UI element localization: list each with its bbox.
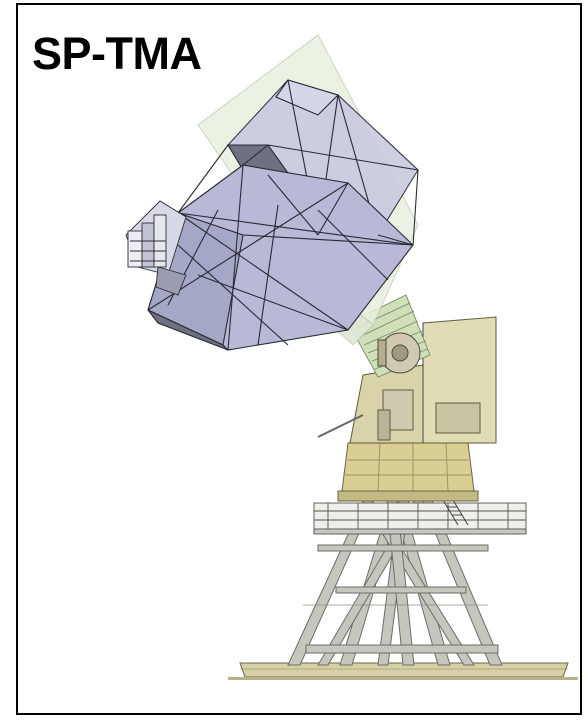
elevation-bearing xyxy=(377,332,421,374)
figure-title: SP-TMA xyxy=(32,28,202,79)
fork-mount xyxy=(317,316,497,444)
support-tower xyxy=(287,490,503,666)
instrument-package xyxy=(125,200,187,296)
figure-frame: SP-TMA xyxy=(16,3,582,715)
ground-plate xyxy=(228,662,578,680)
catwalk-platform xyxy=(313,502,527,535)
pedestal xyxy=(337,442,479,502)
telescope-illustration xyxy=(125,34,578,680)
